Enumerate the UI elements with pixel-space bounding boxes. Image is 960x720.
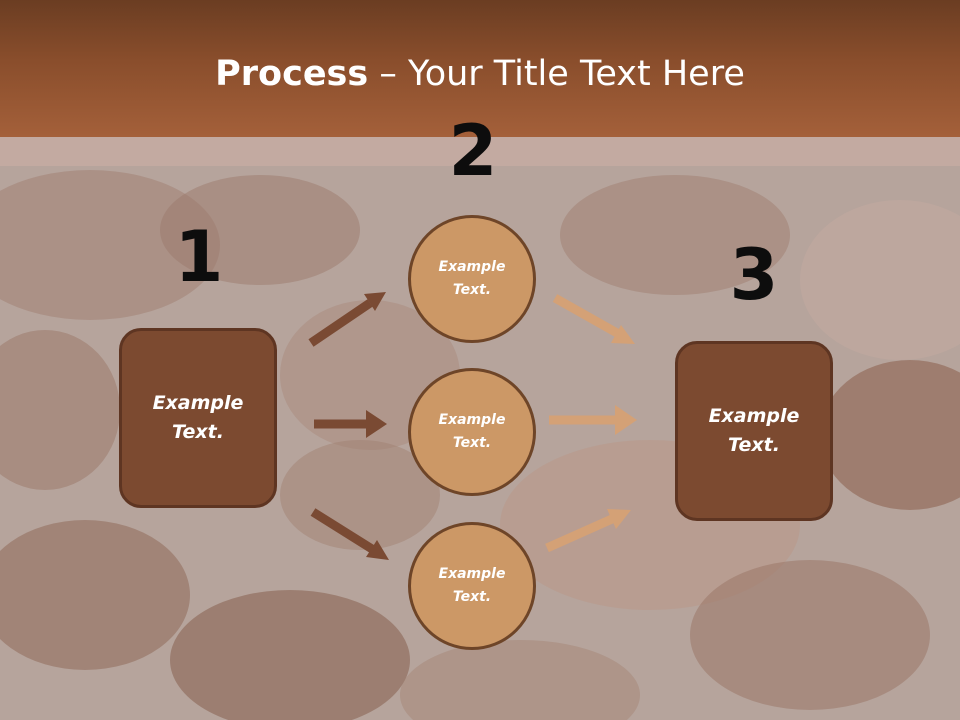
arrow-top-to-3-shaft: [552, 294, 620, 337]
circle-middle-line-2: Text.: [452, 435, 492, 451]
arrow-1-to-top-shaft: [308, 299, 373, 347]
arrow-1-to-bottom-head: [366, 540, 389, 560]
title-rest: – Your Title Text Here: [368, 54, 745, 94]
arrow-1-to-middle-head: [366, 410, 387, 438]
arrow-1-to-top: [308, 292, 386, 347]
arrow-bottom-to-3-head: [607, 509, 631, 529]
title-bold-word: Process: [215, 54, 369, 94]
circle-middle-line-1: Example: [438, 412, 506, 428]
step-3-line-1: Example: [708, 405, 800, 427]
arrow-top-to-3: [552, 294, 635, 344]
step-3-line-2: Text.: [728, 434, 780, 456]
circle-bottom-line-2: Text.: [452, 589, 492, 605]
step-1-text: Example Text.: [153, 389, 244, 447]
step-3-box[interactable]: Example Text.: [675, 341, 833, 521]
step-1-line-2: Text.: [172, 421, 224, 443]
step-1-box[interactable]: Example Text.: [119, 328, 277, 508]
step-number-3: 3: [729, 234, 779, 316]
arrow-bottom-to-3: [545, 509, 631, 553]
title-banner: [0, 0, 960, 137]
slide-title[interactable]: Process – Your Title Text Here: [0, 52, 960, 96]
arrow-1-to-middle: [314, 410, 387, 438]
circle-top-line-1: Example: [438, 259, 506, 275]
step-3-text: Example Text.: [709, 402, 800, 460]
circle-top-text: Example Text.: [439, 256, 506, 302]
circle-bottom-line-1: Example: [438, 566, 506, 582]
arrow-middle-to-3-head: [615, 405, 637, 435]
arrow-bottom-to-3-shaft: [545, 514, 614, 553]
step-number-1: 1: [174, 216, 224, 298]
arrow-1-to-bottom-shaft: [310, 508, 375, 553]
title-underband: [0, 137, 960, 166]
step-2-circle-bottom[interactable]: Example Text.: [408, 522, 536, 650]
step-2-circle-middle[interactable]: Example Text.: [408, 368, 536, 496]
arrow-middle-to-3: [549, 405, 637, 435]
step-number-2: 2: [448, 110, 498, 192]
circle-middle-text: Example Text.: [439, 409, 506, 455]
step-2-circle-top[interactable]: Example Text.: [408, 215, 536, 343]
circle-top-line-2: Text.: [452, 282, 492, 298]
step-1-line-1: Example: [152, 392, 244, 414]
arrow-1-to-top-head: [364, 292, 386, 311]
arrow-top-to-3-head: [611, 325, 635, 344]
circle-bottom-text: Example Text.: [439, 563, 506, 609]
arrow-1-to-bottom: [310, 508, 389, 560]
